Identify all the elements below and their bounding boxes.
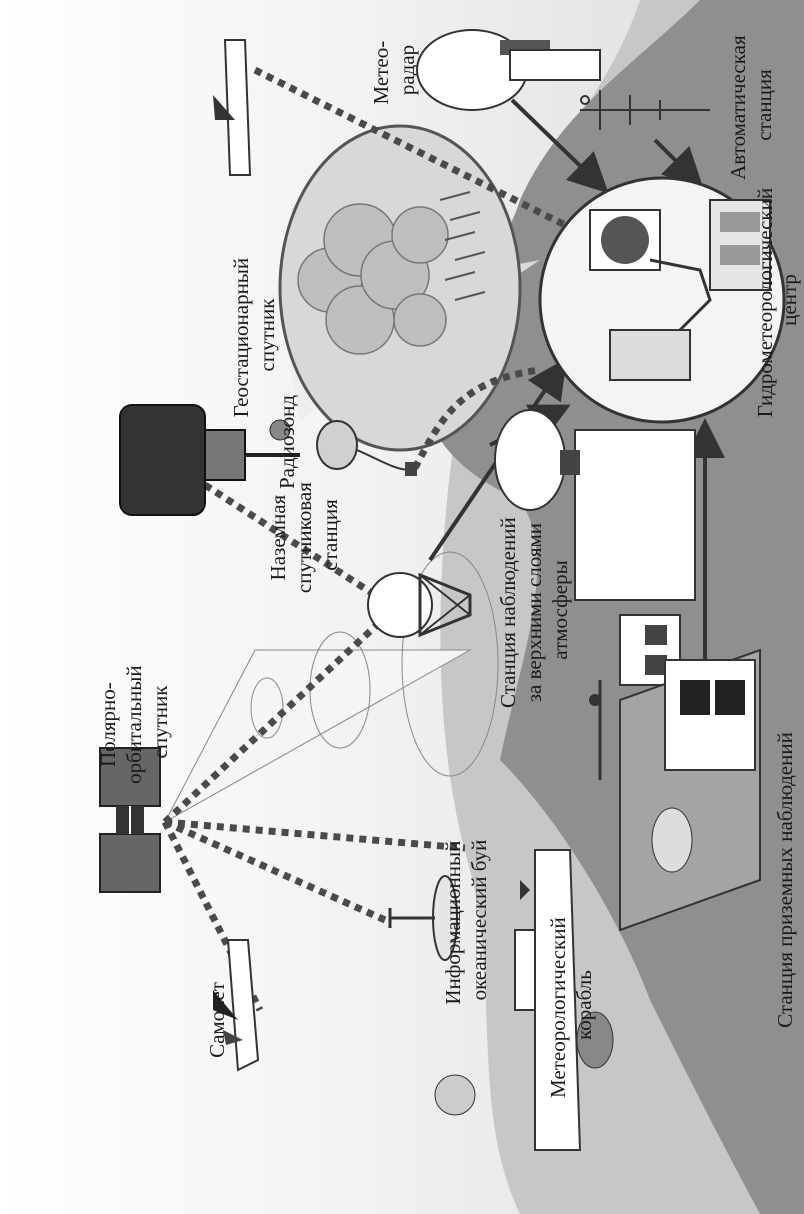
label-radiosonde: Радиозонд: [275, 395, 299, 489]
label-ocean-buoy: Информационный океанический буй: [441, 835, 491, 1004]
label-line: центр: [777, 274, 801, 326]
label-line: Гидрометеорологический: [753, 188, 777, 417]
label-ground-station: Наземная спутниковая станция: [266, 477, 342, 593]
label-hydromet-center: Гидрометеорологический центр: [753, 183, 801, 418]
geo-satellite-icon: [119, 404, 300, 516]
label-geo-satellite: Геостационарный спутник: [229, 253, 279, 418]
cone-ring: [401, 551, 499, 777]
label-line: станция: [752, 69, 776, 141]
label-line: атмосферы: [548, 560, 572, 659]
weather-radar-icon: [416, 29, 601, 111]
label-line: радар: [395, 45, 419, 95]
airplane-icon: [213, 39, 252, 176]
label-surface-station: Станция приземных наблюдений: [773, 732, 797, 1028]
polar-satellite-icon: [99, 747, 161, 893]
label-line: Полярно-: [96, 682, 120, 767]
label-auto-station: Автоматическая станция: [726, 30, 776, 180]
automatic-station-icon: [580, 90, 710, 130]
ocean-buoy-icon: [388, 875, 458, 961]
label-upper-air-station: Станция наблюдений за верхними слоями ат…: [496, 512, 572, 708]
hydromet-center-icon: [538, 176, 786, 424]
label-line: спутник: [255, 298, 279, 372]
meteo-ship-icon: [514, 849, 582, 1151]
label-line: Геостационарный: [229, 258, 253, 418]
cloud-icon: [297, 203, 449, 355]
label-line: Метео-: [369, 41, 393, 105]
polar-satellite-view-cone: [163, 649, 472, 824]
surface-station-icon: [589, 648, 761, 932]
rain-icon: [439, 191, 486, 301]
label-line: Метеорологический: [546, 917, 570, 1098]
label-line: спутник: [148, 685, 172, 759]
label-line: станция: [318, 499, 342, 571]
label-line: Наземная: [266, 494, 290, 580]
label-airplane: Самолет: [205, 982, 229, 1058]
radiosonde-balloon-icon: [316, 420, 417, 476]
upper-air-station-icon: [494, 409, 696, 686]
label-line: Станция наблюдений: [496, 517, 520, 708]
label-meteo-ship: Метеорологический корабль: [546, 912, 596, 1098]
labels: Самолет Полярно- орбитальный спутник Гео…: [96, 30, 801, 1098]
ground-antenna-icon: [367, 572, 472, 638]
label-line: орбитальный: [122, 665, 146, 784]
label-line: спутниковая: [292, 482, 316, 593]
airplane-icon: [213, 939, 260, 1072]
label-line: океанический буй: [467, 840, 491, 1001]
label-polar-satellite: Полярно- орбитальный спутник: [96, 660, 172, 784]
radiosonde-balloon-icon: [434, 1074, 476, 1116]
label-line: за верхними слоями: [522, 523, 546, 702]
cone-ring: [250, 677, 284, 739]
radiosonde-balloon-icon: [576, 1011, 614, 1069]
label-line: Информационный: [441, 841, 465, 1005]
label-line: Автоматическая: [726, 35, 750, 180]
label-line: корабль: [572, 970, 596, 1040]
label-meteo-radar: Метео- радар: [369, 36, 419, 105]
